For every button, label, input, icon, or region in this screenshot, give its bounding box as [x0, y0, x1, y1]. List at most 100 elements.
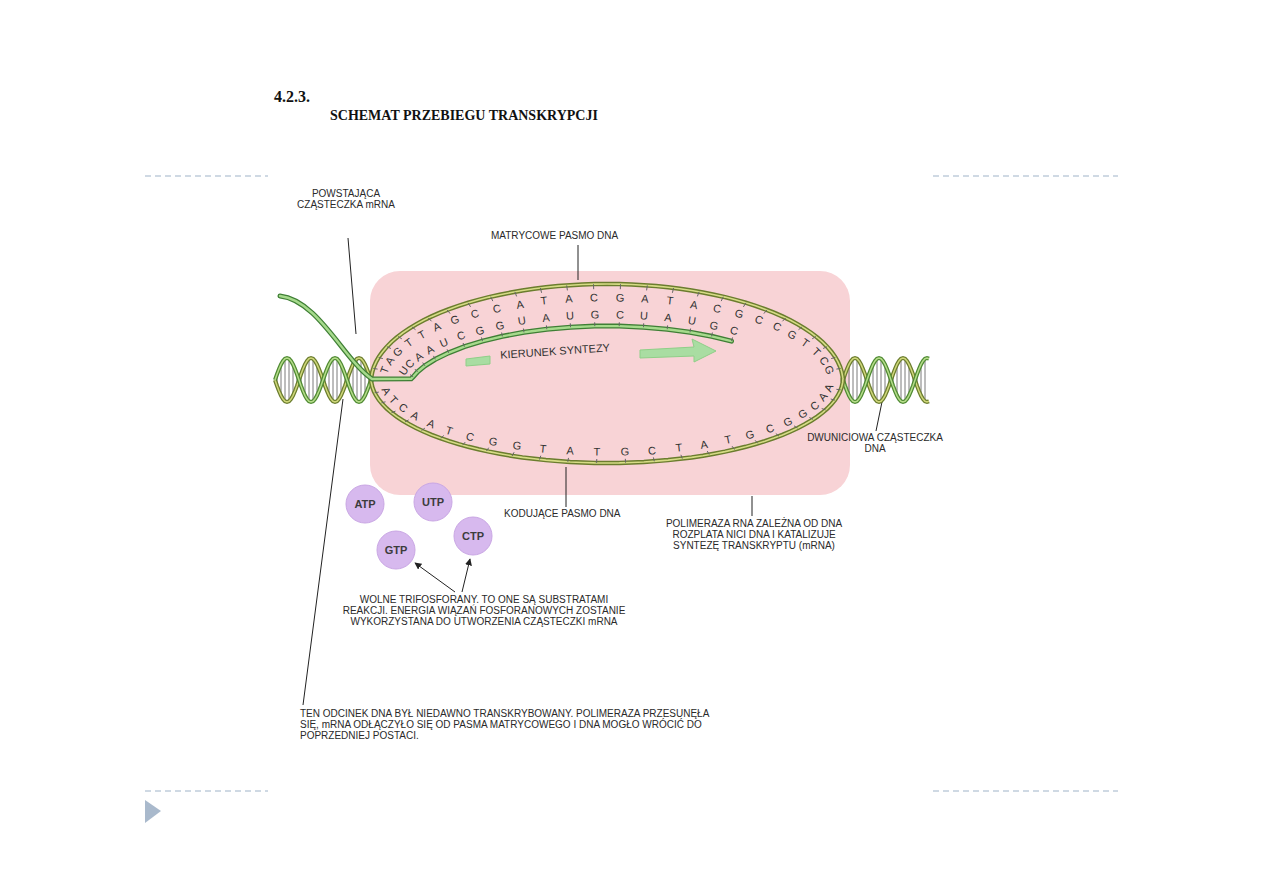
mrna-base: C: [615, 310, 623, 321]
callout-label: DWUNICIOWA CZĄSTECZKA DNA: [800, 432, 950, 454]
base-tick: [379, 357, 383, 358]
mrna-strand: [280, 296, 732, 379]
circle-fill: [454, 517, 492, 555]
base-tick: [799, 327, 803, 330]
callout-label: POLIMERAZA RNA ZALEŻNA OD DNA ROZPLATA N…: [664, 518, 844, 551]
base-pair-rung: [925, 359, 926, 402]
base-tick: [447, 349, 449, 353]
base-tick: [743, 303, 746, 307]
base-tick: [405, 420, 409, 422]
dna-strand: [843, 358, 929, 402]
base-tick: [711, 333, 713, 337]
base-tick: [690, 329, 692, 333]
base-tick: [428, 318, 431, 321]
circle-fill: [377, 531, 415, 569]
coding-base: A: [566, 445, 574, 456]
base-tick: [653, 457, 655, 461]
base-tick: [422, 428, 425, 430]
template-base: G: [615, 293, 624, 304]
base-tick: [672, 288, 673, 293]
callout-label: KODUJĄCE PASMO DNA: [504, 508, 621, 519]
circle-fill: [346, 485, 384, 523]
nucleotide-circle: GTP: [376, 530, 416, 570]
base-tick: [501, 333, 503, 337]
section-number: 4.2.3.: [274, 88, 310, 106]
template-base: T: [666, 296, 674, 308]
base-tick: [567, 458, 569, 462]
template-base: C: [590, 293, 598, 304]
base-tick: [822, 409, 826, 411]
base-pair-rung: [337, 359, 338, 402]
base-tick: [836, 389, 840, 391]
dna-strand: [843, 358, 929, 402]
base-tick: [415, 369, 418, 372]
base-tick: [491, 297, 493, 301]
base-tick: [697, 292, 699, 297]
base-pair-rung: [285, 359, 286, 402]
leader-line: [303, 238, 883, 705]
template-base: C: [492, 303, 502, 315]
coding-base: C: [648, 445, 657, 457]
base-tick: [681, 455, 682, 459]
base-tick: [619, 322, 620, 326]
base-pair-rung: [877, 359, 878, 402]
base-tick: [755, 440, 758, 443]
base-tick: [373, 368, 377, 370]
base-tick: [667, 325, 668, 329]
base-pair-rung: [289, 359, 290, 402]
callout-note: WOLNE TRIFOSFORANY. TO ONE SĄ SUBSTRATAM…: [338, 594, 630, 627]
nucleotide-name: CTP: [462, 530, 484, 542]
base-tick: [392, 411, 396, 413]
base-tick: [707, 451, 709, 455]
base-tick: [468, 303, 471, 307]
template-strand: [371, 284, 843, 382]
base-tick: [625, 459, 626, 463]
base-tick: [782, 318, 785, 321]
base-tick: [596, 459, 597, 463]
base-tick: [540, 456, 541, 460]
base-pair-rung: [881, 359, 882, 402]
nucleotide-name: ATP: [354, 498, 375, 510]
base-tick: [643, 323, 644, 327]
base-tick: [646, 285, 648, 290]
template-base: T: [540, 296, 548, 308]
base-tick: [423, 363, 425, 366]
base-tick: [593, 284, 594, 289]
base-tick: [812, 337, 816, 339]
base-tick: [732, 337, 733, 341]
template-base: A: [565, 293, 573, 304]
circle-fill: [414, 483, 452, 521]
coding-strand: [371, 378, 843, 463]
dna-helix: [843, 358, 929, 402]
coding-base: G: [512, 440, 522, 452]
coding-base: G: [487, 435, 498, 447]
callout-label: MATRYCOWE PASMO DNA: [491, 230, 618, 241]
mrna-strand: [280, 296, 732, 379]
base-tick: [620, 284, 621, 289]
base-tick: [776, 434, 779, 437]
base-tick: [570, 323, 571, 327]
base-tick: [434, 356, 436, 359]
base-pair-rung: [333, 359, 334, 402]
base-tick: [515, 292, 517, 297]
mrna-base: U: [687, 315, 697, 327]
base-tick: [594, 322, 595, 326]
coding-base: T: [594, 446, 601, 457]
slide-bullet: [145, 800, 161, 823]
mrna-base: G: [708, 319, 719, 332]
base-tick: [512, 452, 514, 456]
base-tick: [809, 418, 813, 420]
coding-strand: [371, 378, 843, 463]
dna-strand: [843, 358, 929, 402]
base-pair-rung: [309, 359, 310, 402]
coding-base: T: [539, 443, 547, 455]
coding-base: G: [620, 446, 629, 457]
coding-base: A: [700, 439, 709, 451]
base-pair-rung: [905, 359, 906, 402]
base-tick: [721, 297, 723, 301]
base-pair-rung: [361, 359, 362, 402]
base-tick: [412, 327, 416, 330]
base-tick: [387, 347, 391, 349]
polymerase-region: [370, 271, 850, 495]
